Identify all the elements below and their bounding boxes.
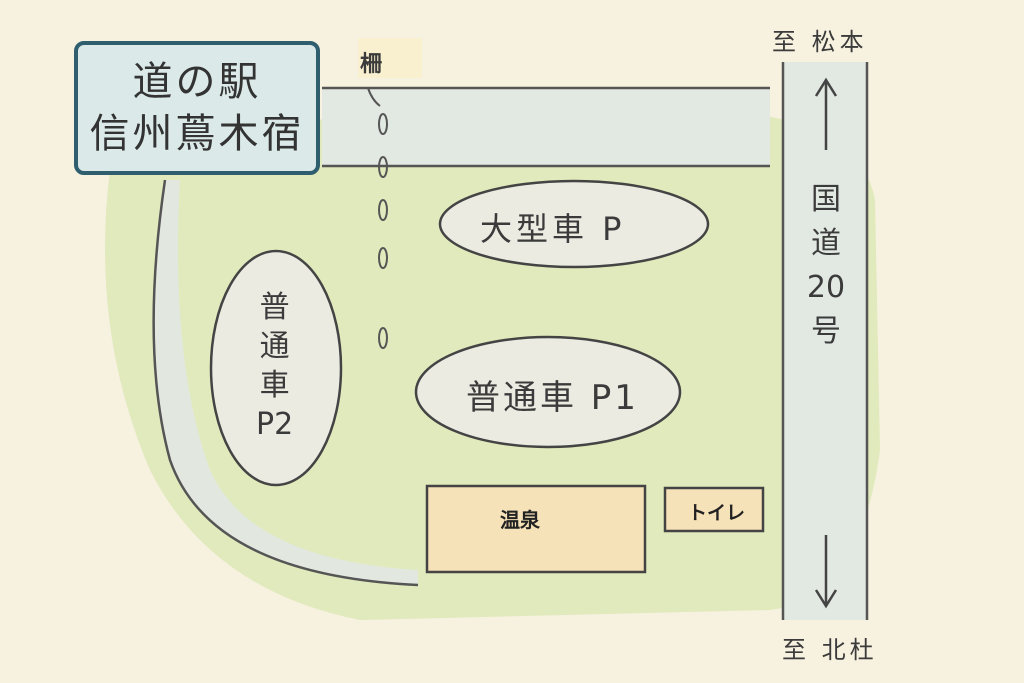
large-parking-label: 大型車 P [480,210,626,248]
title-line-1: 道の駅 [132,59,262,105]
fence-posts [367,87,388,349]
p2-char: 通 [259,329,290,364]
onsen-building [425,484,647,574]
route-char: 道 [811,226,841,261]
north-direction-label: 至 松本 [772,28,868,56]
p2-char: 普 [259,290,290,325]
p2-char: 車 [259,368,290,403]
route-char: 国 [811,182,841,217]
toilet-label: トイレ [688,502,746,524]
north-arrow-icon [814,77,838,150]
regular-parking-p1 [414,335,682,449]
p1-parking-label: 普通車 P1 [466,378,639,418]
route-20-road [783,62,867,620]
south-arrow-icon [814,535,838,609]
station-title-sign: 道の駅 信州蔦木宿 [74,41,320,175]
route-char: 20 [806,270,846,305]
p2-parking-label: 普 通 車 P2 [256,288,293,444]
south-direction-label: 至 北杜 [782,636,878,664]
fence-label: 柵 [358,38,422,78]
regular-parking-p2 [209,249,343,487]
p2-char: P2 [256,407,294,442]
entry-road [322,88,770,166]
large-vehicle-parking [438,179,710,269]
toilet-building [663,486,765,533]
route-20-label: 国 道 20 号 [800,178,852,354]
route-char: 号 [811,314,841,349]
title-line-2: 信州蔦木宿 [89,111,305,157]
onsen-label: 温泉 [500,508,540,532]
